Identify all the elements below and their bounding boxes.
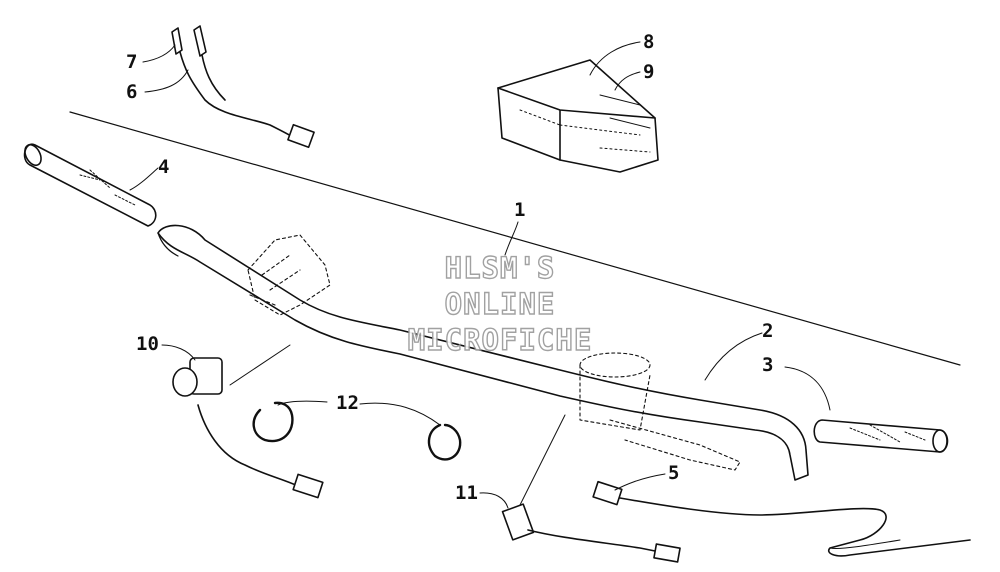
callout-2: 2: [762, 320, 774, 342]
callout-10: 10: [136, 333, 159, 355]
callout-3: 3: [762, 354, 774, 376]
wire-harness-part-6-7: [171, 25, 315, 149]
callout-12: 12: [336, 392, 359, 414]
leader-lines: [129, 41, 831, 509]
grip-left-part-4: [23, 143, 157, 227]
watermark: HLSM'S ONLINE MICROFICHE: [380, 250, 620, 358]
callout-9: 9: [643, 61, 655, 83]
clip-part-12: [252, 401, 462, 461]
handlebar-pad-part-8-9: [497, 59, 659, 173]
watermark-line: ONLINE: [444, 286, 556, 321]
cord-part-5: [592, 480, 971, 557]
callout-1: 1: [514, 199, 526, 221]
callout-4: 4: [158, 156, 170, 178]
callout-8: 8: [643, 31, 655, 53]
handlebar-clamp-bracket: [247, 234, 331, 316]
watermark-line: HLSM'S: [444, 250, 556, 285]
callout-5: 5: [668, 462, 680, 484]
watermark-line: MICROFICHE: [407, 322, 593, 357]
assembly-reference-line: [69, 111, 961, 366]
connector-part-11: [501, 414, 681, 563]
callout-7: 7: [126, 51, 138, 73]
callout-11: 11: [455, 482, 478, 504]
grip-right-part-3: [813, 419, 949, 453]
handlebar-part-1: [157, 224, 809, 481]
throttle-housing: [579, 352, 741, 471]
callout-6: 6: [126, 81, 138, 103]
heater-switch-part-10: [172, 344, 324, 499]
